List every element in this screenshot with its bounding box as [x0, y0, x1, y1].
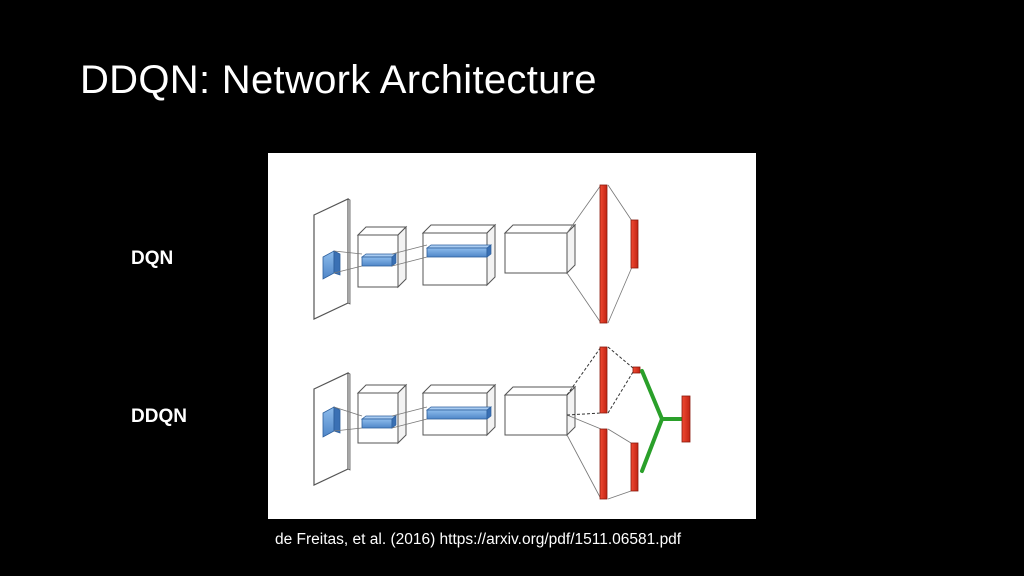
ddqn-aggregator: [640, 369, 684, 473]
ddqn-conv1-filter: [360, 415, 398, 429]
ddqn-state-value-output: [632, 366, 641, 374]
dqn-row-label: DQN: [131, 248, 174, 269]
ddqn-network: [313, 346, 691, 500]
dqn-connections: [333, 184, 633, 324]
dqn-output-layer: [630, 219, 639, 269]
dqn-conv2-filter: [425, 244, 493, 258]
ddqn-connections: [333, 406, 632, 500]
ddqn-conv3-layer: [503, 385, 577, 437]
ddqn-conv2-filter: [425, 406, 493, 420]
ddqn-row-label: DDQN: [131, 406, 187, 427]
ddqn-advantage-output: [630, 442, 639, 492]
dqn-dense-layer: [599, 184, 608, 324]
ddqn-advantage-dense-layer: [599, 428, 608, 500]
ddqn-input-filter: [322, 406, 341, 438]
dqn-network: [313, 184, 639, 324]
dqn-conv1-filter: [360, 253, 398, 267]
architecture-figure: [268, 153, 756, 519]
citation: de Freitas, et al. (2016) https://arxiv.…: [275, 531, 682, 548]
dqn-conv2-layer: [421, 223, 497, 287]
dqn-input-filter: [322, 250, 341, 280]
ddqn-q-output: [681, 395, 691, 443]
dqn-conv3-layer: [503, 223, 577, 275]
slide-title: DDQN: Network Architecture: [80, 58, 597, 102]
ddqn-value-stream-connections: [566, 346, 634, 416]
ddqn-value-dense-layer: [599, 346, 608, 414]
